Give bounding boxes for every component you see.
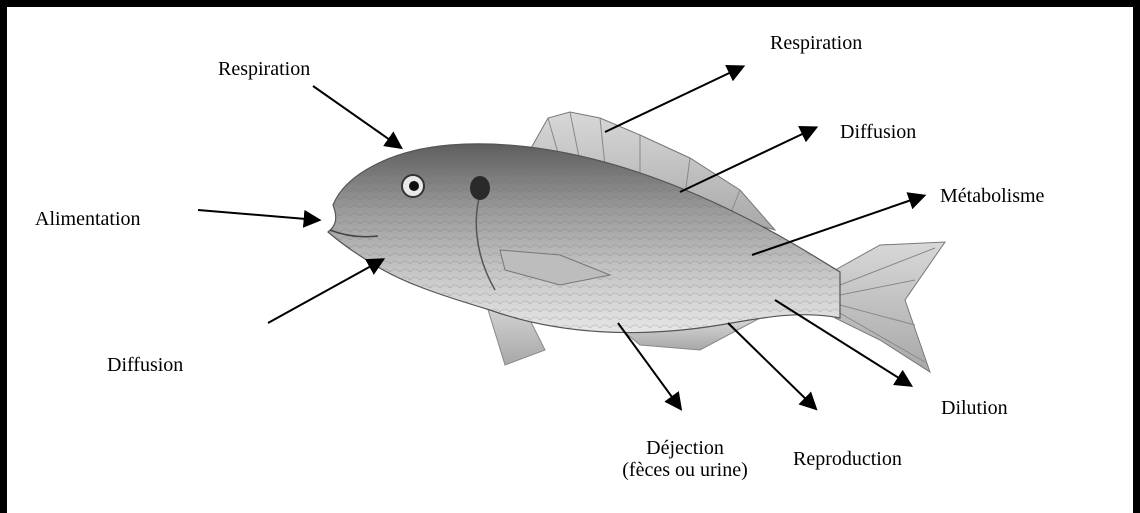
label-diffusion-in: Diffusion <box>107 354 183 376</box>
label-dejection-line1: Déjection <box>605 437 765 459</box>
arrow-diffusion-in <box>268 260 382 323</box>
arrow-reproduction <box>728 323 815 408</box>
tail-fin <box>835 242 945 372</box>
label-respiration-out: Respiration <box>770 32 862 54</box>
label-reproduction: Reproduction <box>793 448 902 470</box>
label-dejection-line2: (fèces ou urine) <box>605 459 765 481</box>
arrow-diffusion-out <box>680 128 815 192</box>
arrow-respiration-out <box>605 67 742 132</box>
label-metabolisme: Métabolisme <box>940 185 1044 207</box>
fish-illustration <box>328 112 945 372</box>
label-respiration-in: Respiration <box>218 58 310 80</box>
label-dejection: Déjection (fèces ou urine) <box>605 437 765 481</box>
label-alimentation: Alimentation <box>35 208 141 230</box>
label-diffusion-out: Diffusion <box>840 121 916 143</box>
arrow-respiration-in <box>313 86 400 147</box>
label-dilution: Dilution <box>941 397 1008 419</box>
arrow-alimentation <box>198 210 318 220</box>
